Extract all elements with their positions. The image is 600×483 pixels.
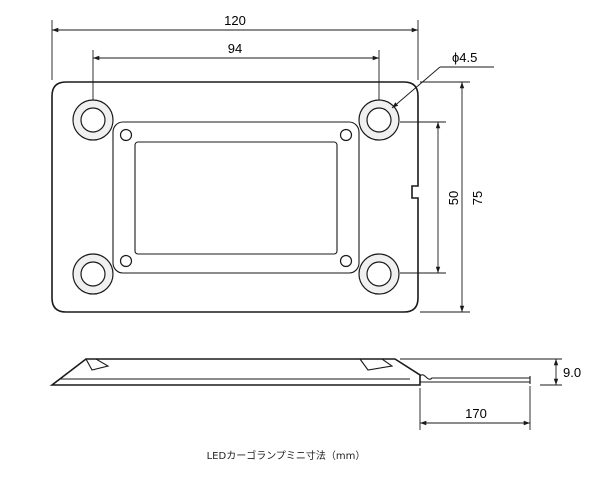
screw-bottom-right	[339, 254, 353, 268]
screw-top-right	[339, 128, 353, 142]
dim-label-overall-width: 120	[224, 13, 246, 28]
dim-label-hole-diameter: ϕ4.5	[452, 50, 477, 65]
screw-top-left	[119, 128, 133, 142]
lens-window	[134, 141, 338, 255]
mount-hole-bottom-right	[358, 253, 400, 295]
dim-label-overall-height: 75	[470, 191, 485, 205]
screw-bottom-left	[119, 254, 133, 268]
hole-diameter-leader	[391, 66, 441, 109]
mount-hole-bottom-left	[72, 253, 114, 295]
inner-frame	[112, 121, 360, 274]
cable	[419, 374, 530, 380]
mount-hole-top-right	[358, 99, 400, 141]
dim-label-hole-pitch-x: 94	[228, 41, 242, 56]
dim-label-thickness: 9.0	[563, 365, 581, 380]
figure-caption: LEDカーゴランプミニ寸法（mm）	[206, 451, 366, 462]
side-view: 9.0 170	[49, 358, 581, 430]
top-view: 120 94 ϕ4.5 50 75	[51, 13, 494, 313]
dim-label-cable-length: 170	[465, 406, 487, 421]
dim-label-hole-pitch-y: 50	[446, 191, 461, 205]
mount-hole-top-left	[72, 99, 114, 141]
side-profile	[49, 358, 421, 386]
plate-outline	[51, 81, 419, 313]
